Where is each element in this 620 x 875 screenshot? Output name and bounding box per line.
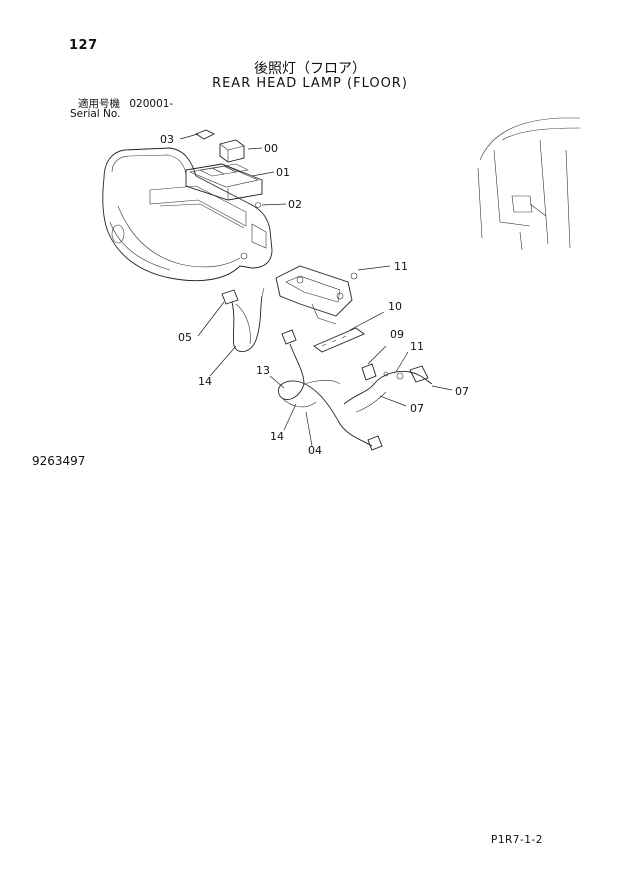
page-title-english: REAR HEAD LAMP (FLOOR) — [212, 75, 408, 92]
harness-center-illustration — [278, 329, 383, 451]
relay-bar-illustration — [313, 327, 365, 353]
callout-label: 11 — [394, 260, 408, 273]
switch-illustration — [219, 139, 245, 163]
machine-cab-thumbnail — [477, 117, 581, 251]
bracket-illustration — [275, 265, 358, 325]
callout-label: 14 — [198, 375, 212, 388]
page-number: 127 — [69, 38, 98, 53]
callout-label: 10 — [388, 300, 402, 313]
callout-label: 13 — [256, 364, 270, 377]
serial-label-english: Serial No. — [70, 108, 121, 120]
callout-label: 07 — [410, 402, 424, 415]
callout-label: 07 — [455, 385, 469, 398]
screw-illustration — [255, 202, 261, 208]
floor-console-illustration — [102, 147, 273, 282]
serial-label-japanese: 適用号機 — [78, 98, 120, 110]
callout-label: 11 — [410, 340, 424, 353]
serial-value: 020001- — [129, 98, 174, 110]
callout-label: 09 — [390, 328, 404, 341]
callout-label: 01 — [276, 166, 290, 179]
callout-label: 05 — [178, 331, 192, 344]
serial-range: 適用号機 020001- — [78, 96, 173, 111]
callout-label: 02 — [288, 198, 302, 211]
connector-illustration — [361, 363, 377, 381]
callout-label: 00 — [264, 142, 278, 155]
switch-panel-illustration — [185, 163, 263, 201]
drawing-number: 9263497 — [32, 454, 86, 468]
page-code: P1R7-1-2 — [491, 834, 543, 846]
harness-right-illustration — [343, 365, 433, 413]
cap-illustration — [195, 129, 216, 140]
callout-label: 14 — [270, 430, 284, 443]
callout-leader-lines — [179, 133, 453, 447]
callout-labels: 03 00 01 02 11 10 09 11 05 14 13 14 04 0… — [160, 133, 469, 457]
page-title-japanese: 後照灯（フロア） — [254, 61, 366, 77]
callout-label: 04 — [308, 444, 322, 457]
harness-left-illustration — [221, 287, 265, 353]
callout-label: 03 — [160, 133, 174, 146]
